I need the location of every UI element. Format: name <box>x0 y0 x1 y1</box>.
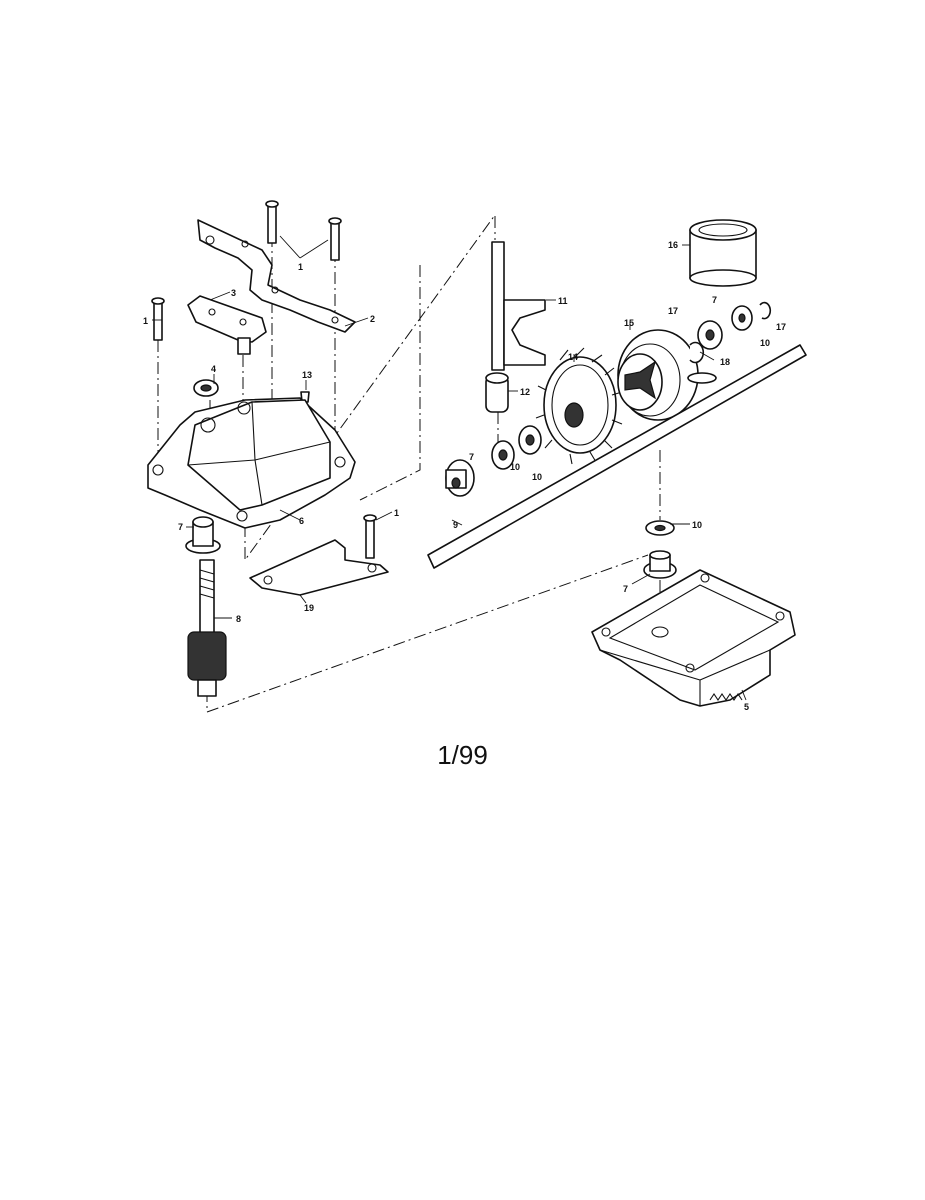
callout-vent-plug: 13 <box>302 370 312 380</box>
callout-screw-top: 1 <box>298 262 303 272</box>
plunger-part <box>485 372 509 413</box>
callout-housing-lower: 5 <box>744 702 749 712</box>
callout-screw-right: 1 <box>394 508 399 518</box>
callout-bracket: 2 <box>370 314 375 324</box>
right-hardware-parts <box>689 301 772 364</box>
callout-bushing: 4 <box>211 364 216 374</box>
worm-shaft-part <box>187 559 227 697</box>
bracket-part <box>197 219 356 333</box>
callout-plate: 19 <box>304 603 314 613</box>
callout-leaders <box>152 244 747 701</box>
key-part <box>687 372 717 384</box>
callout-ring-gear-cover: 16 <box>668 240 678 250</box>
upper-housing-part <box>147 397 356 529</box>
screw-top-pair <box>265 200 342 261</box>
bearing-left-part <box>185 516 221 554</box>
callout-washer-d: 10 <box>510 462 520 472</box>
callout-bearing-bottom: 7 <box>623 584 628 594</box>
callout-bearing-mid: 7 <box>469 452 474 462</box>
callout-worm-shaft: 8 <box>236 614 241 624</box>
callout-plunger: 12 <box>520 387 530 397</box>
page-number: 1/99 <box>437 740 488 770</box>
callout-clutch-drum: 15 <box>624 318 634 328</box>
callout-washer-b: 10 <box>760 338 770 348</box>
shift-fork-part <box>491 241 546 371</box>
callout-shift-fork: 11 <box>558 296 568 306</box>
bushing-part <box>193 379 219 397</box>
callout-retaining-ring-b: 17 <box>776 322 786 332</box>
callout-bearing-right: 7 <box>712 295 717 305</box>
callout-retaining-ring-a: 17 <box>668 306 678 316</box>
screw-left <box>151 297 165 341</box>
callout-key: 18 <box>720 357 730 367</box>
axle-part <box>427 344 807 569</box>
callout-lever: 3 <box>231 288 236 298</box>
axle-left-hardware-parts <box>445 425 542 497</box>
callout-labels: 1 1 1 2 3 4 13 6 7 8 19 11 12 7 10 14 15… <box>143 240 786 712</box>
callout-worm-gear: 14 <box>568 352 578 362</box>
worm-gear-part <box>535 347 623 465</box>
lower-housing-part <box>591 569 796 707</box>
callout-washer-a: 10 <box>532 472 542 482</box>
bottom-hardware-parts <box>643 520 677 579</box>
callout-bearing-left: 7 <box>178 522 183 532</box>
clutch-drum-part <box>617 329 699 421</box>
callout-screw-left: 1 <box>143 316 148 326</box>
ring-gear-cover-part <box>689 219 757 287</box>
callout-housing-upper: 6 <box>299 516 304 526</box>
callout-axle: 9 <box>453 520 458 530</box>
callout-washer-c: 10 <box>692 520 702 530</box>
plate-part <box>249 514 389 596</box>
lever-part <box>187 295 267 355</box>
